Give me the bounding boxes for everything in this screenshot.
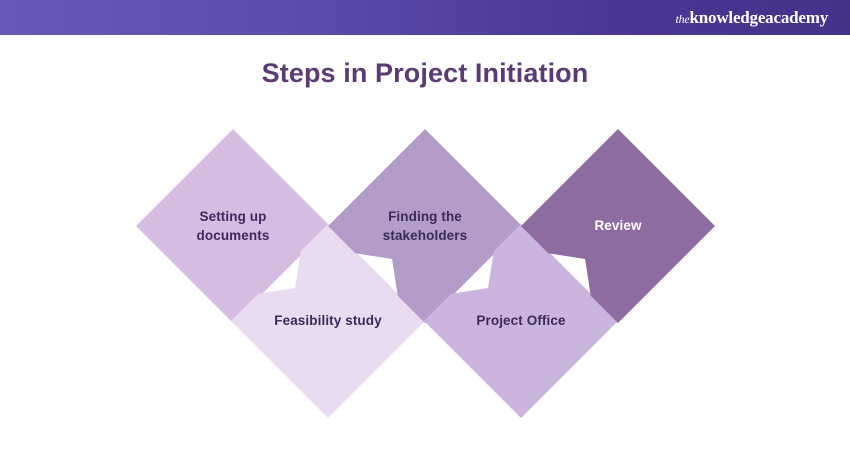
process-step-label: Review bbox=[594, 218, 642, 233]
page-title: Steps in Project Initiation bbox=[261, 58, 589, 88]
process-step-diamond[interactable] bbox=[231, 224, 425, 418]
process-step-diamond[interactable] bbox=[424, 224, 618, 418]
brand-logo-name: knowledgeacademy bbox=[689, 7, 829, 27]
process-step-diamond[interactable] bbox=[136, 129, 330, 323]
process-step-diamond[interactable] bbox=[521, 129, 715, 323]
brand-logo-the: the bbox=[675, 11, 690, 26]
process-step-label: Project Office bbox=[476, 313, 566, 328]
process-step-label: Feasibility study bbox=[274, 313, 382, 328]
process-step-diamond[interactable] bbox=[328, 129, 522, 323]
brand-logo: theknowledgeacademy bbox=[675, 9, 828, 27]
app-header: theknowledgeacademy bbox=[0, 0, 850, 35]
